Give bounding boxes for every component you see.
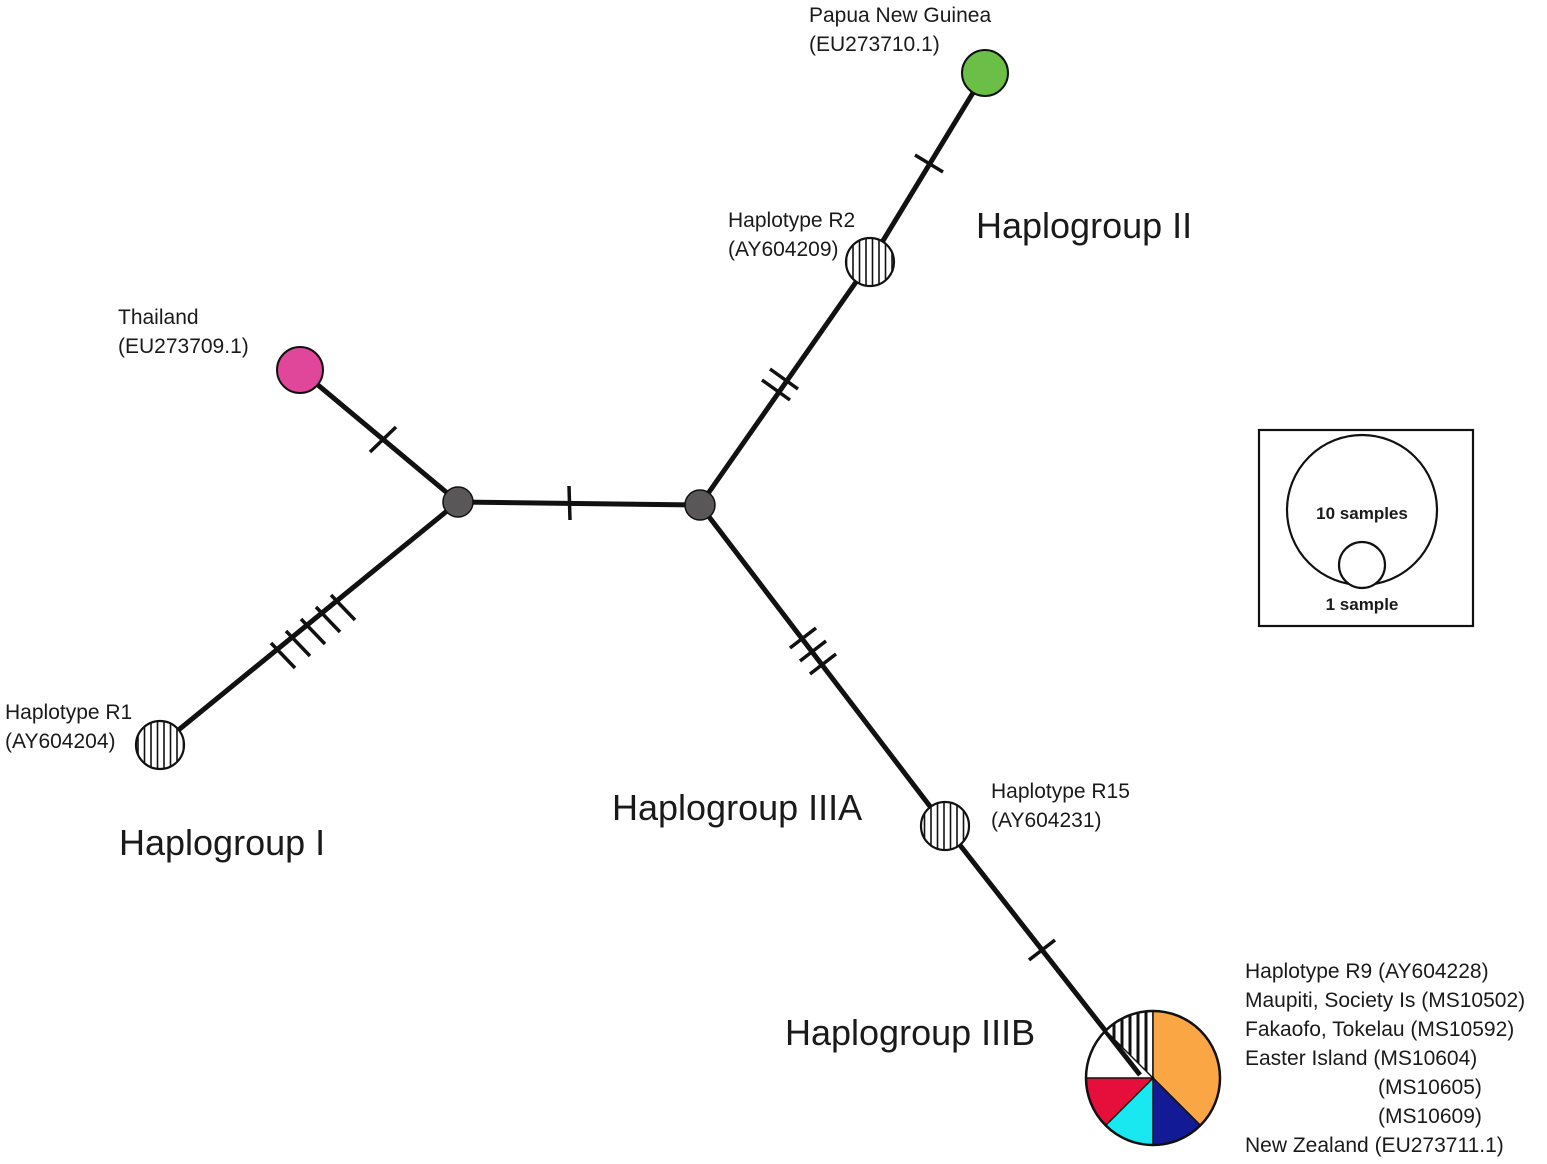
r9-line-5: (MS10605) [1378, 1076, 1482, 1099]
legend-large-label: 10 samples [1316, 504, 1408, 523]
legend-small-label: 1 sample [1326, 595, 1399, 614]
edge-median-left-r1 [158, 500, 460, 747]
size-legend: 10 samples 1 sample [1257, 428, 1475, 628]
thailand-accession-label: (EU273709.1) [118, 335, 249, 358]
tick-r2-2 [768, 367, 800, 391]
r2-accession-label: (AY604209) [728, 238, 839, 261]
node-haplotype-r9-pie [1084, 1009, 1222, 1147]
tick-r1-3 [299, 617, 327, 646]
haplogroup-iiia-label: Haplogroup IIIA [612, 787, 862, 828]
node-papua-new-guinea [961, 49, 1009, 97]
pie-outline [1084, 1009, 1222, 1147]
edge-thailand-median-left [298, 368, 460, 504]
tick-r15-3 [808, 652, 838, 676]
tick-r1-4 [314, 605, 342, 634]
r15-name-label: Haplotype R15 [991, 780, 1130, 803]
png-name-label: Papua New Guinea [809, 4, 991, 27]
node-median-right [684, 489, 716, 521]
node-haplotype-r2 [844, 236, 896, 288]
haplogroup-ii-label: Haplogroup II [976, 205, 1192, 246]
node-haplotype-r1 [134, 719, 186, 771]
legend-box [1257, 428, 1475, 628]
tick-png-1 [914, 153, 944, 174]
edge-median-left-median-right [457, 499, 701, 508]
tick-r2-1 [760, 378, 792, 402]
mutation-ticks [269, 153, 1057, 962]
haplogroup-labels: Haplogroup II Haplogroup I Haplogroup II… [119, 205, 1192, 1053]
node-thailand [276, 346, 324, 394]
tick-r1-1 [269, 641, 297, 670]
r15-accession-label: (AY604231) [991, 809, 1102, 832]
thailand-name-label: Thailand [118, 306, 199, 329]
r9-line-2: Maupiti, Society Is (MS10502) [1245, 989, 1525, 1012]
node-labels: Papua New Guinea (EU273710.1) Haplotype … [5, 4, 1525, 1157]
legend-small-circle [1337, 540, 1387, 590]
haplogroup-iiib-label: Haplogroup IIIB [785, 1012, 1035, 1053]
pie-slice-0 [1104, 1010, 1154, 1080]
r2-name-label: Haplotype R2 [728, 209, 855, 232]
tick-median-1 [567, 485, 572, 521]
png-accession-label: (EU273710.1) [809, 33, 940, 56]
tick-r1-5 [329, 593, 357, 622]
edge-median-right-r2 [697, 260, 873, 507]
tick-r15-2 [798, 639, 828, 663]
node-median-left [442, 486, 474, 518]
r9-line-4: Easter Island (MS10604) [1245, 1047, 1477, 1070]
r1-name-label: Haplotype R1 [5, 701, 132, 724]
r9-line-7: New Zealand (EU273711.1) [1245, 1134, 1504, 1157]
tick-r15-1 [788, 626, 818, 650]
edge-r2-png [867, 71, 988, 264]
tick-thailand-1 [368, 425, 398, 454]
tick-r1-2 [284, 629, 312, 658]
node-haplotype-r15 [919, 800, 971, 852]
network-nodes [134, 49, 1222, 1147]
r9-line-6: (MS10609) [1378, 1105, 1482, 1128]
tick-r9-1 [1027, 938, 1057, 962]
r9-line-3: Fakaofo, Tokelau (MS10592) [1245, 1018, 1514, 1041]
r9-line-1: Haplotype R9 (AY604228) [1245, 960, 1489, 983]
haplogroup-i-label: Haplogroup I [119, 822, 325, 863]
r1-accession-label: (AY604204) [5, 730, 116, 753]
